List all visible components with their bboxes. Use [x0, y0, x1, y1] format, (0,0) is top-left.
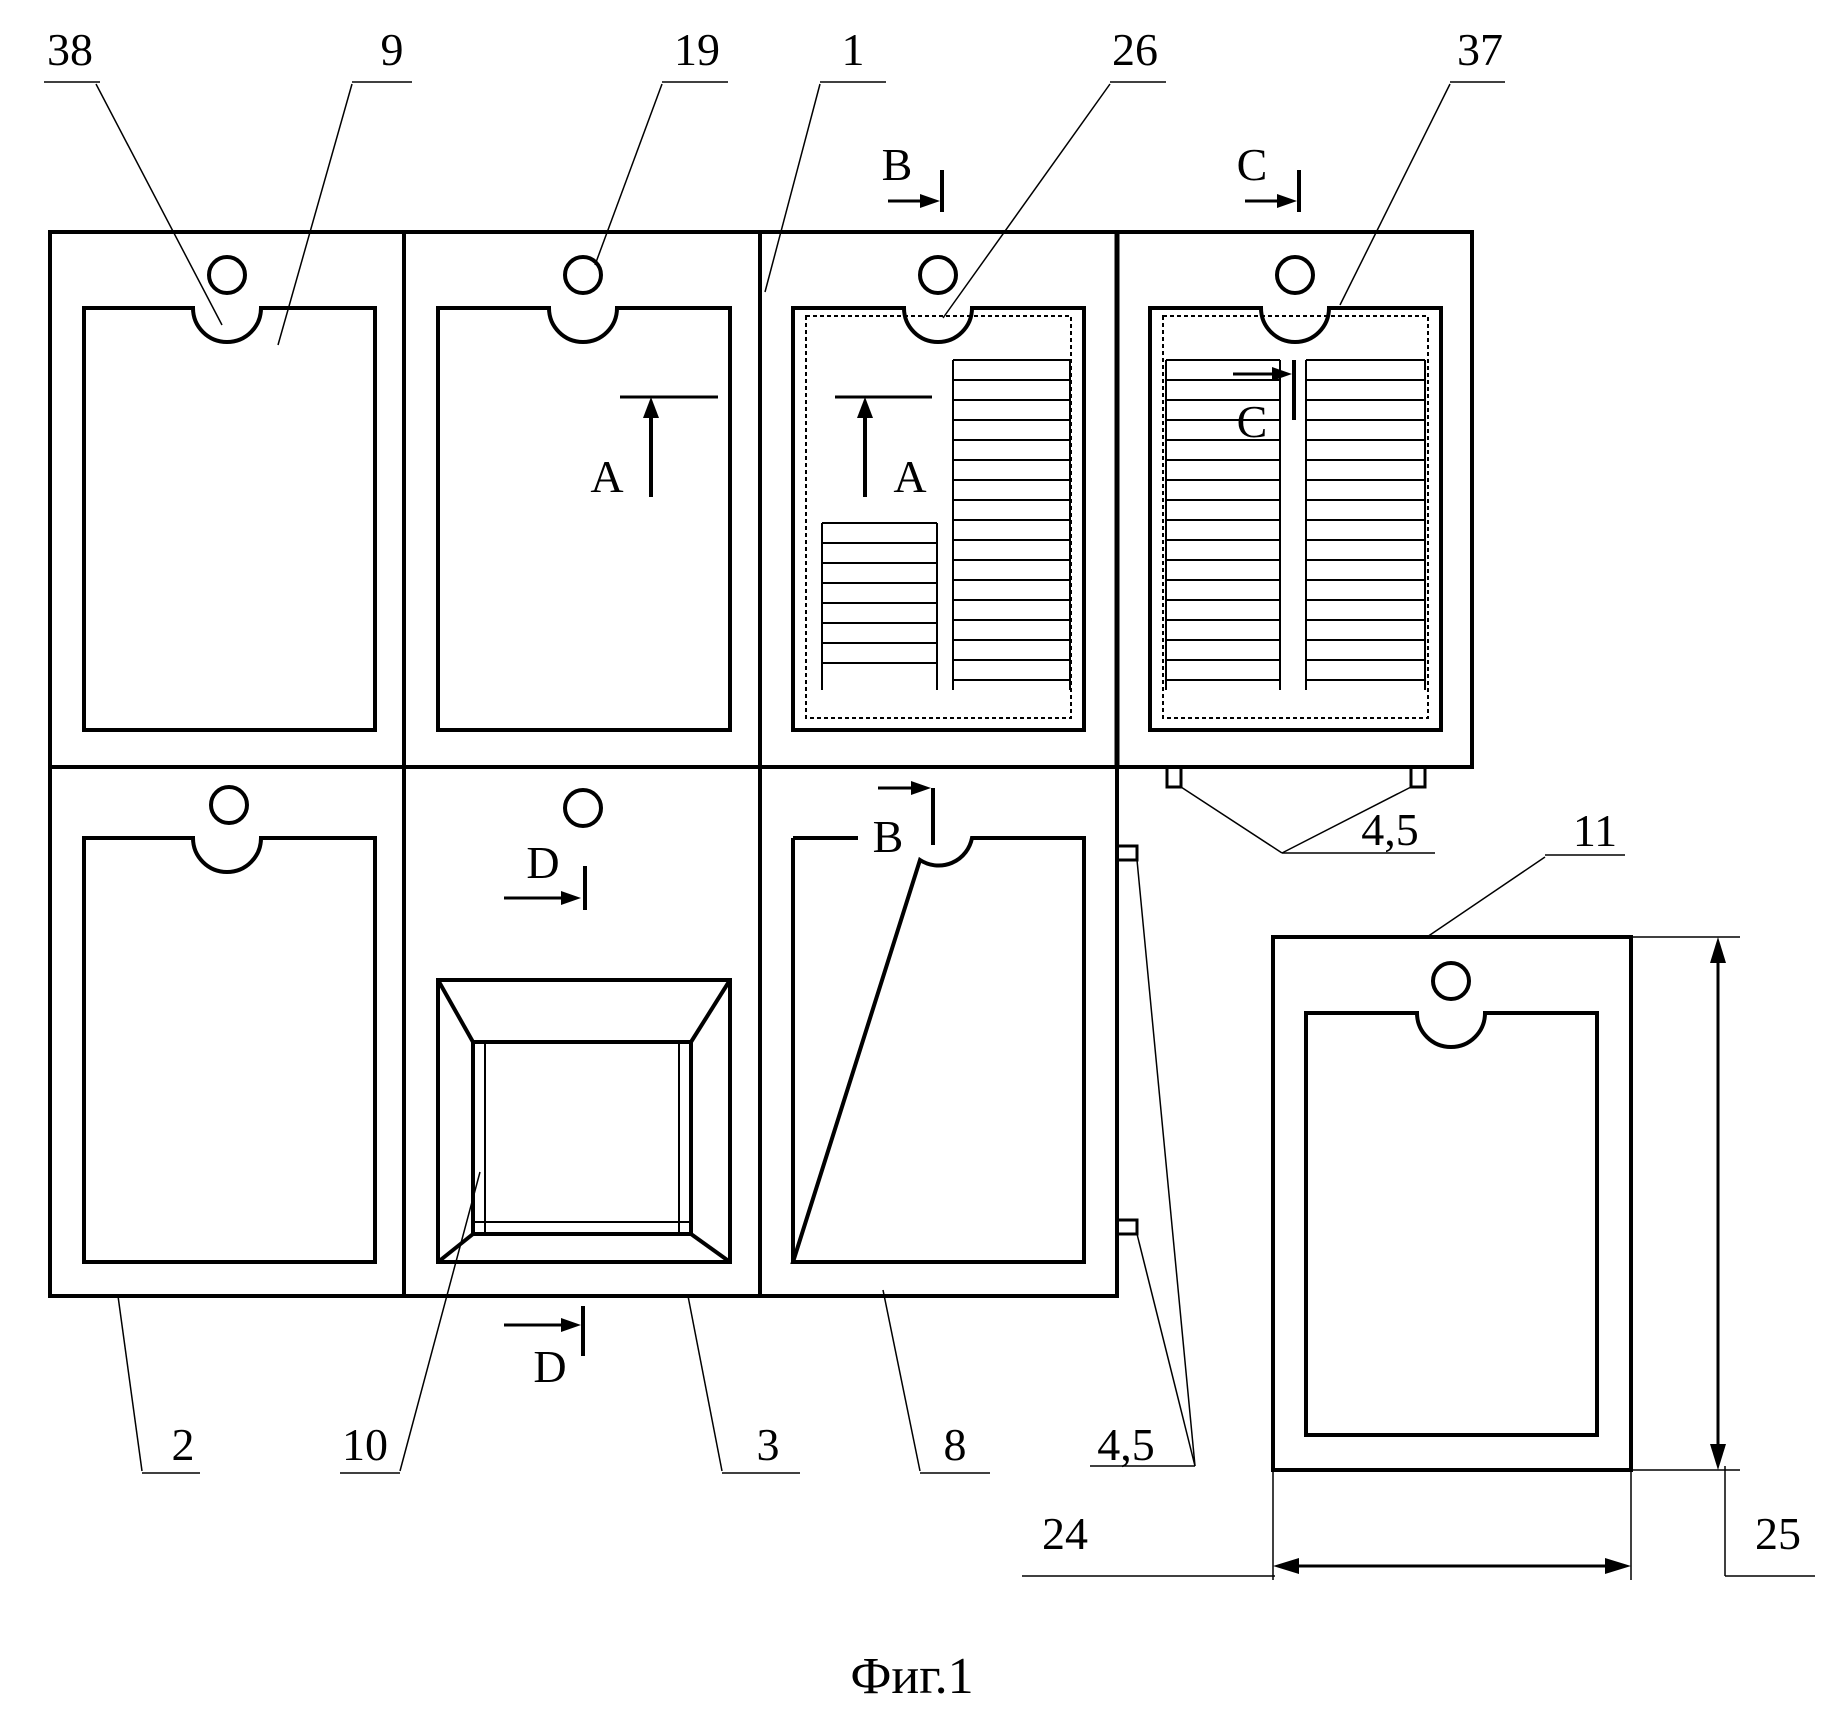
section-label-c: C [1237, 139, 1268, 190]
label-4-5-top: 4,5 [1361, 804, 1419, 855]
label-38: 38 [47, 24, 93, 75]
tab [1117, 846, 1137, 860]
panel-top-2 [438, 257, 730, 730]
slat-stack-left [822, 523, 937, 690]
arrow-head [1710, 937, 1726, 963]
hanging-hole [209, 257, 245, 293]
dimension-lines [1273, 937, 1740, 1580]
arrow-head [1277, 194, 1297, 208]
arrow-head [1605, 1558, 1631, 1574]
label-11: 11 [1573, 805, 1617, 856]
slat-stack-right [953, 360, 1070, 690]
panel-top-1 [84, 257, 375, 730]
main-frame [50, 232, 1117, 1296]
panel-top-4 [1150, 257, 1441, 730]
label-10: 10 [342, 1419, 388, 1470]
arrow-head [911, 781, 931, 795]
arrow-head [920, 194, 940, 208]
tray [438, 980, 730, 1262]
label-37: 37 [1457, 24, 1503, 75]
section-label-c: C [1237, 396, 1268, 447]
label-2: 2 [172, 1419, 195, 1470]
hanging-hole [1277, 257, 1313, 293]
tab [1411, 767, 1425, 787]
hanging-hole [920, 257, 956, 293]
section-label-a: A [893, 451, 926, 502]
panel-bottom-1 [84, 787, 375, 1262]
hanging-hole [211, 787, 247, 823]
figure-caption: Фиг.1 [850, 1648, 973, 1705]
section-label-d: D [526, 837, 559, 888]
section-label-d: D [533, 1341, 566, 1392]
label-19: 19 [674, 24, 720, 75]
arrow-head [561, 891, 581, 905]
label-24: 24 [1042, 1508, 1088, 1559]
panel-window [1306, 1013, 1597, 1435]
tab [1167, 767, 1181, 787]
panel-window [84, 838, 375, 1262]
hanging-hole [1433, 963, 1469, 999]
panel-window [84, 308, 375, 730]
arrow-head [1272, 367, 1292, 381]
panel-top-3 [793, 257, 1084, 730]
label-1: 1 [842, 24, 865, 75]
section-label-a: A [590, 451, 623, 502]
label-4-5-bottom: 4,5 [1097, 1419, 1155, 1470]
panel-window [438, 308, 730, 730]
tab [1117, 1220, 1137, 1234]
arrow-head [857, 397, 873, 418]
label-26: 26 [1112, 24, 1158, 75]
arrow-head [643, 397, 659, 418]
section-label-b: B [873, 811, 904, 862]
dotted-inner-frame [806, 316, 1071, 718]
panel-outline [1273, 937, 1631, 1470]
label-3: 3 [757, 1419, 780, 1470]
section-label-b: B [882, 139, 913, 190]
arrow-head [1710, 1444, 1726, 1470]
label-8: 8 [944, 1419, 967, 1470]
label-9: 9 [381, 24, 404, 75]
arrow-head [561, 1318, 581, 1332]
arrow-head [1273, 1558, 1299, 1574]
panel-bottom-2 [438, 790, 730, 1262]
main-frame-outline [50, 232, 1117, 1296]
reference-numerals: 38 9 19 1 26 37 11 4,5 4,5 2 10 3 8 24 2… [47, 24, 1801, 1559]
panel-window [793, 838, 1084, 1262]
hanging-hole [565, 790, 601, 826]
panel-bottom-3 [793, 781, 1084, 1262]
tray-gap [442, 975, 726, 978]
label-25: 25 [1755, 1508, 1801, 1559]
slat-stack-right [1306, 360, 1425, 690]
separate-panel [1273, 937, 1631, 1470]
